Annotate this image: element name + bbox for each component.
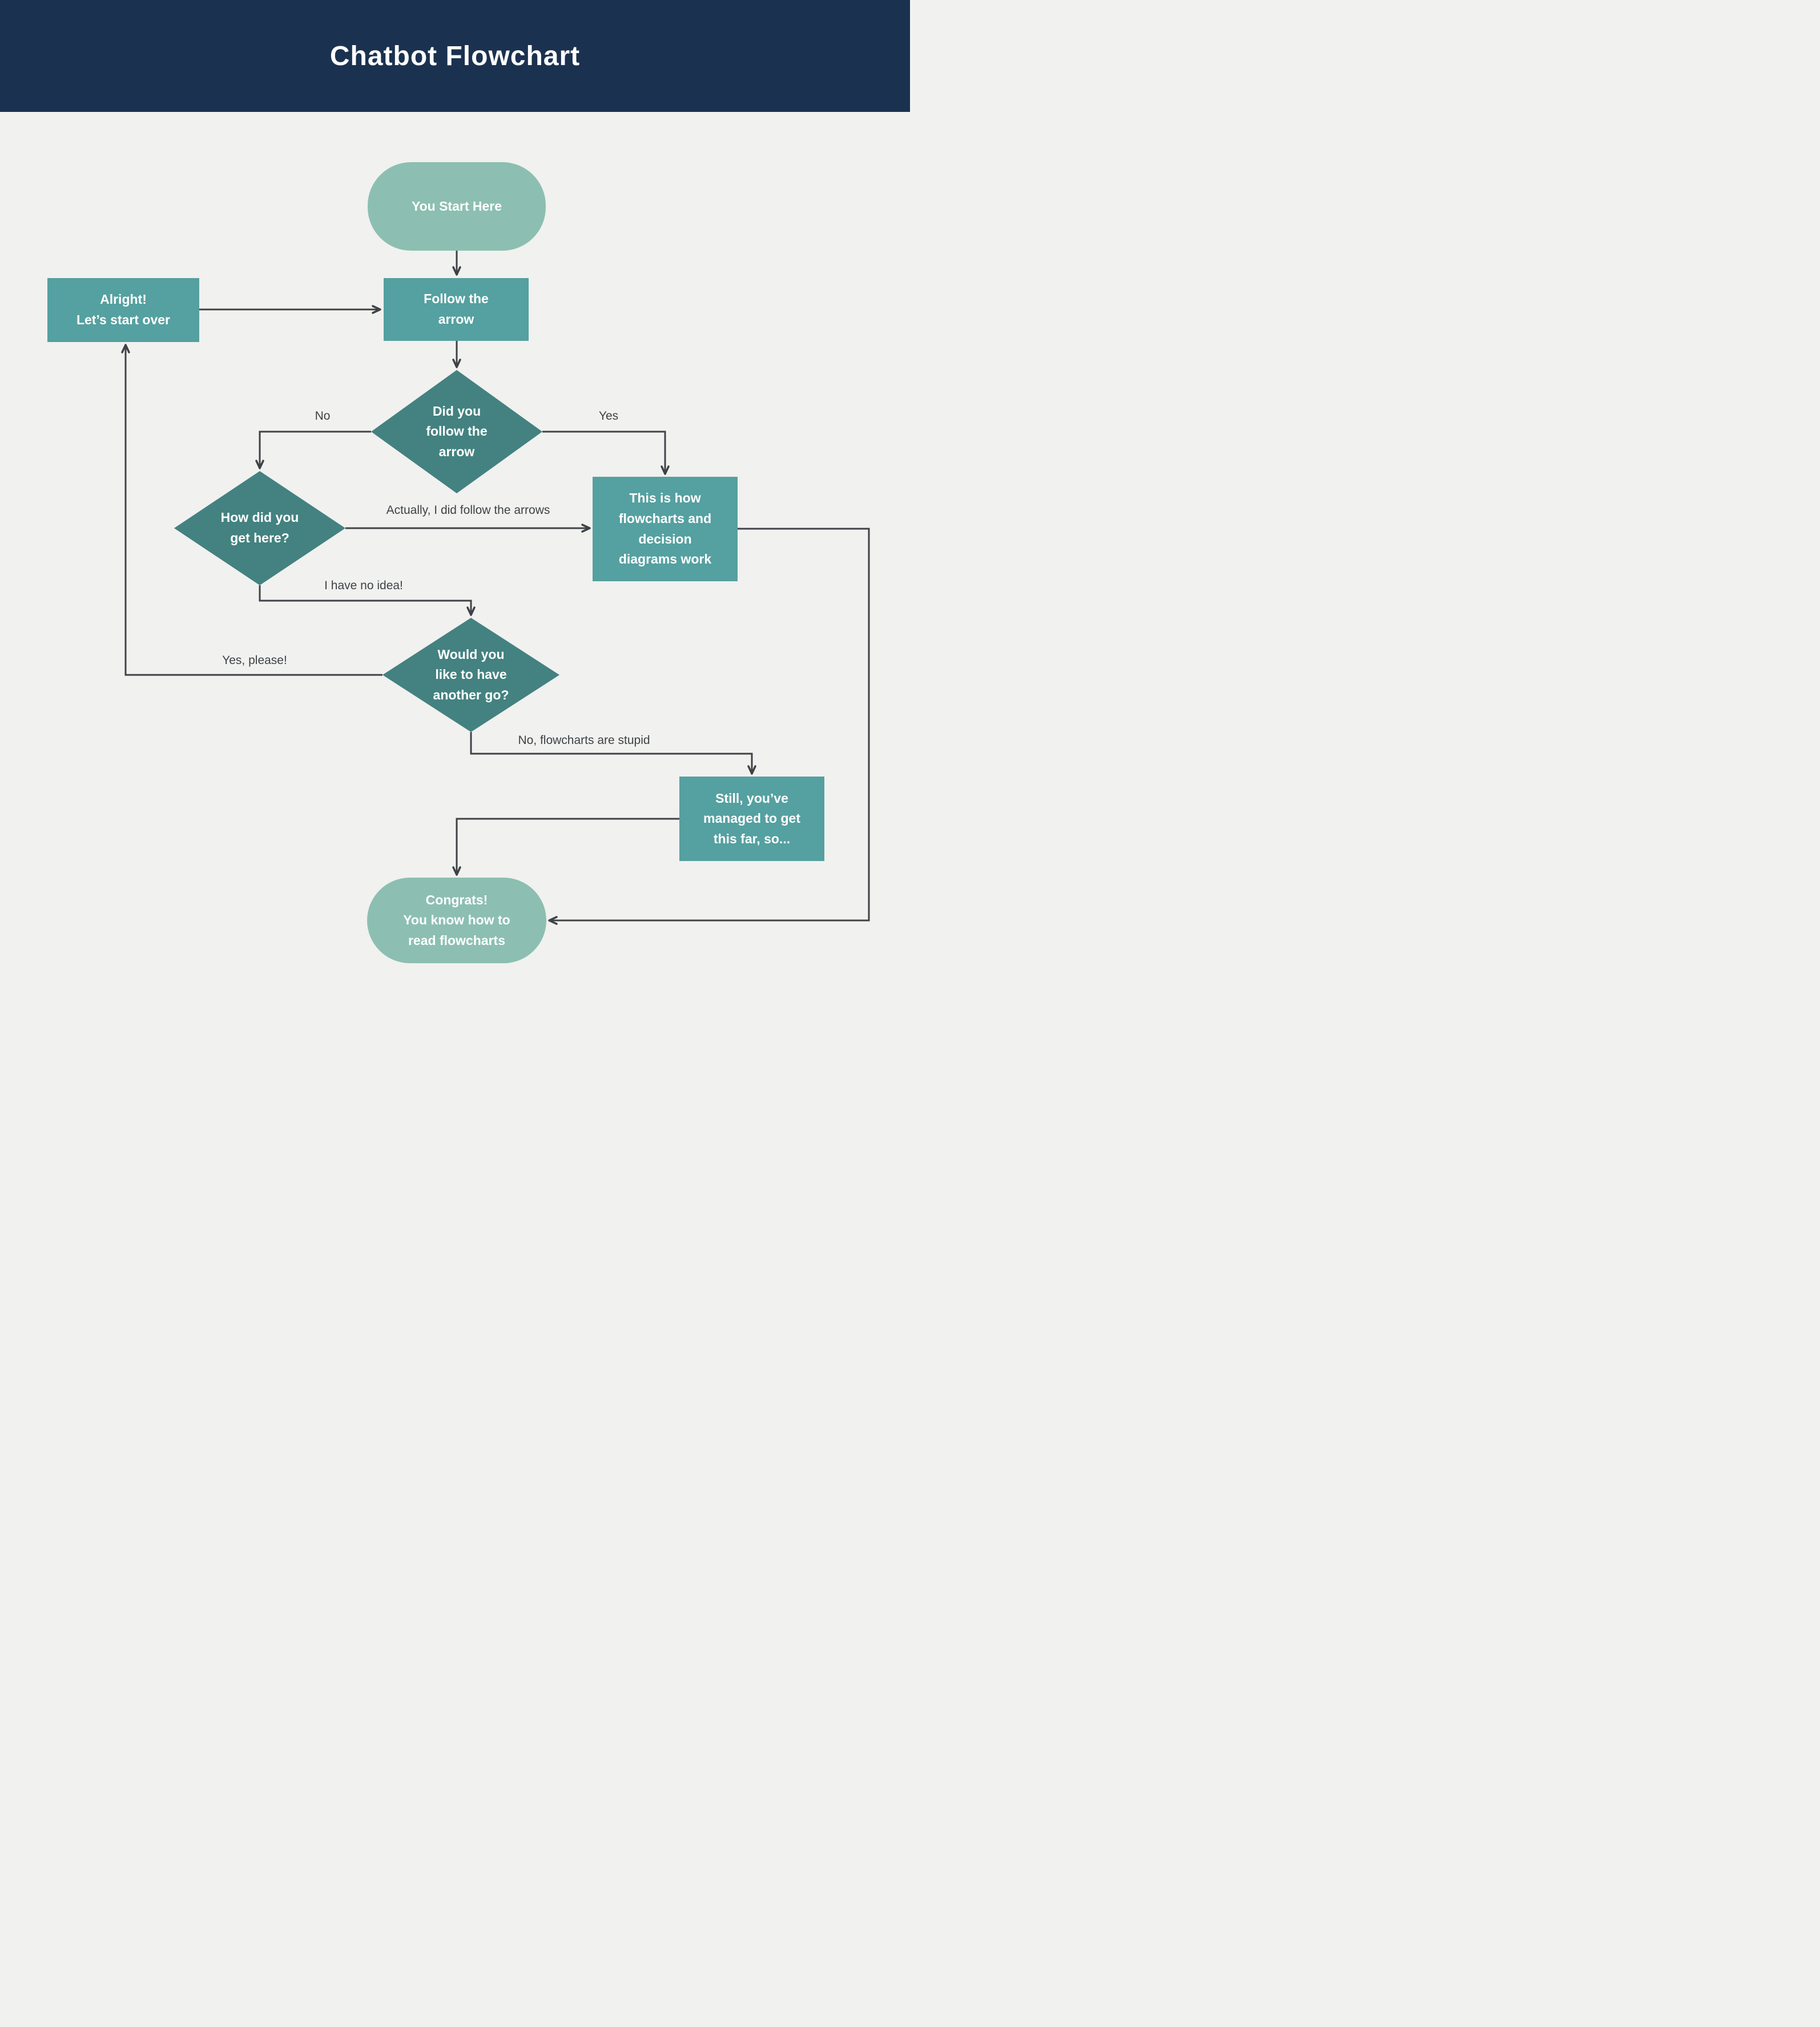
node-still-managed: Still, you’ve managed to get this far, s… bbox=[679, 777, 824, 861]
edge-explain-to-congrats bbox=[548, 528, 870, 925]
edge-label-actually-followed: Actually, I did follow the arrows bbox=[386, 504, 550, 517]
edge-label-no-idea: I have no idea! bbox=[324, 579, 403, 592]
node-start: You Start Here bbox=[368, 162, 546, 251]
edge-label-no: No bbox=[315, 409, 331, 423]
edge-qagain-stupid-to-still bbox=[470, 732, 756, 775]
node-start-over: Alright! Let’s start over bbox=[47, 278, 199, 342]
node-congrats: Congrats! You know how to read flowchart… bbox=[367, 878, 546, 963]
edge-label-flowcharts-stupid: No, flowcharts are stupid bbox=[518, 734, 650, 747]
edge-qfollow-no-to-qhow bbox=[255, 431, 371, 469]
title-banner: Chatbot Flowchart bbox=[0, 0, 910, 112]
edge-label-yes: Yes bbox=[598, 409, 619, 423]
edge-qhow-noidea-to-qagain bbox=[259, 585, 476, 616]
node-how-flowcharts-work: This is how flowcharts and decision diag… bbox=[593, 477, 738, 581]
flowchart-canvas: Chatbot Flowchart You Start Here Alright… bbox=[0, 0, 910, 1014]
connector-layer bbox=[121, 251, 870, 925]
node-follow-the-arrow: Follow the arrow bbox=[384, 278, 529, 341]
page-title: Chatbot Flowchart bbox=[329, 41, 581, 71]
edge-qagain-yesplease-to-restart bbox=[121, 344, 382, 676]
edge-still-to-congrats bbox=[452, 818, 679, 876]
edge-qfollow-yes-to-explain bbox=[542, 431, 670, 475]
edge-label-yes-please: Yes, please! bbox=[222, 654, 287, 667]
